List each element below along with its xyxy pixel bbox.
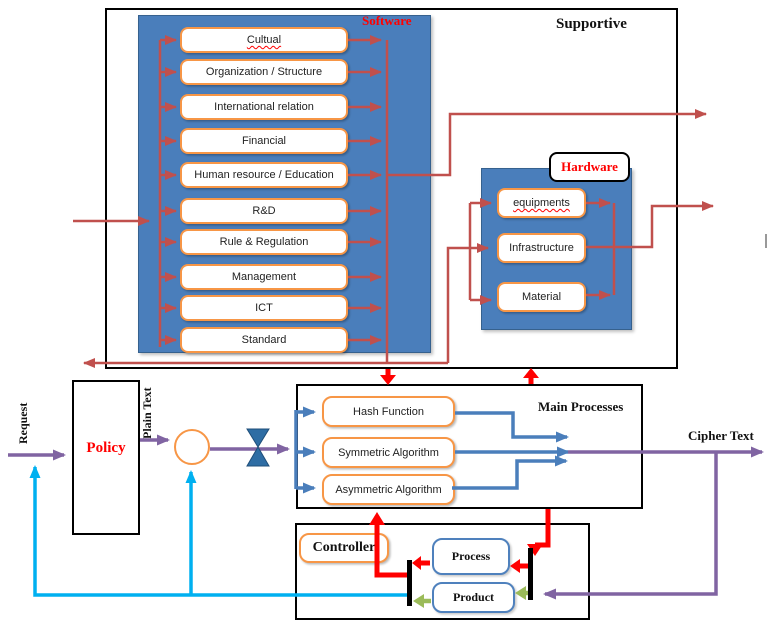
sum-junction-circle	[174, 429, 210, 465]
policy-label: Policy	[86, 440, 126, 456]
software-item-financial: Financial	[180, 128, 348, 154]
main-processes-title: Main Processes	[538, 399, 624, 414]
hardware-item-material: Material	[497, 282, 586, 312]
software-item-standard: Standard	[180, 327, 348, 353]
policy-box	[72, 380, 140, 535]
request-label: Request	[16, 402, 30, 444]
process-item-asymmetric-algorithm: Asymmetric Algorithm	[322, 474, 455, 505]
valve-bowtie-icon	[246, 428, 270, 467]
supportive-title: Supportive	[556, 16, 627, 32]
hardware-item-equipments: equipments	[497, 188, 586, 218]
plain-text-label: Plain Text	[140, 387, 154, 439]
hardware-title: Hardware	[561, 159, 618, 174]
supportive-mainprocess-links	[380, 368, 539, 385]
controller-product-box: Product	[432, 582, 515, 613]
hardware-title-box: Hardware	[549, 152, 630, 182]
supportive-frame	[105, 8, 678, 369]
controller-process-box: Process	[432, 538, 510, 575]
software-item-ict: ICT	[180, 295, 348, 321]
hardware-item-infrastructure: Infrastructure	[497, 233, 586, 263]
software-item-international: International relation	[180, 94, 348, 120]
software-item-management: Management	[180, 264, 348, 290]
controller-title: Controller	[299, 533, 389, 563]
software-item-organization: Organization / Structure	[180, 59, 348, 85]
software-item-human-resource: Human resource / Education	[180, 162, 348, 188]
software-item-rule-regulation: Rule & Regulation	[180, 229, 348, 255]
software-item-rd: R&D	[180, 198, 348, 224]
software-title: Software	[362, 13, 412, 28]
cursor-tick	[765, 234, 767, 248]
software-item-cultural: Cultual	[180, 27, 348, 53]
cipher-text-label: Cipher Text	[688, 428, 754, 443]
process-item-hash-function: Hash Function	[322, 396, 455, 427]
process-item-symmetric-algorithm: Symmetric Algorithm	[322, 437, 455, 468]
